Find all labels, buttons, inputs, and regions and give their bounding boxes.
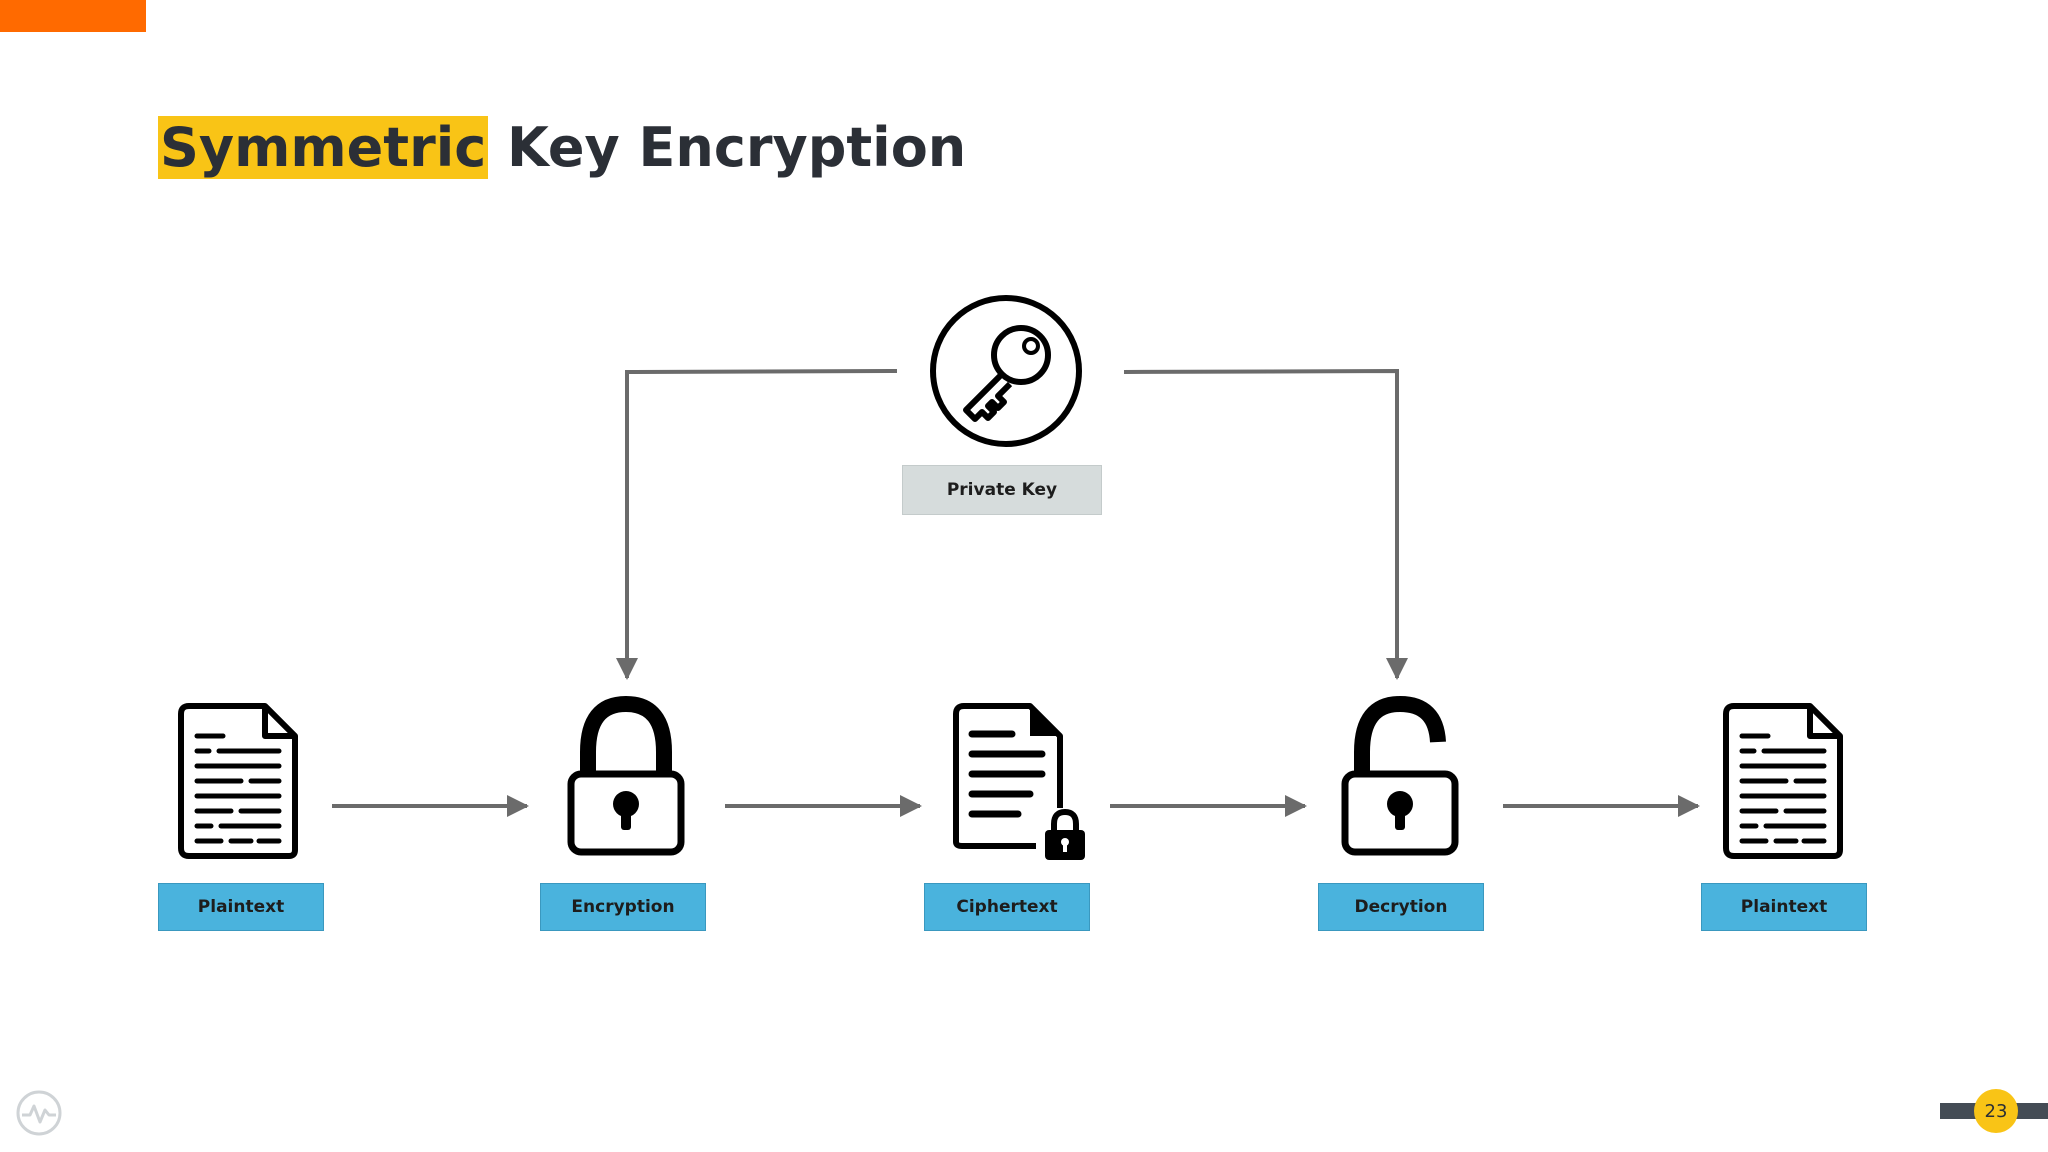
key-to-encryption-connector (616, 369, 898, 680)
key-to-decryption-connector (1123, 368, 1408, 680)
locked-document-icon (953, 703, 1085, 860)
padlock-open-icon (1341, 695, 1459, 856)
slide-title: Symmetric Key Encryption (158, 112, 966, 184)
title-rest: Key Encryption (488, 116, 967, 179)
step-label-decryption: Decrytion (1318, 883, 1484, 931)
document-icon (178, 703, 298, 859)
document-icon (1723, 703, 1843, 859)
step-label-encryption: Encryption (540, 883, 706, 931)
step-label-plaintext-output: Plaintext (1701, 883, 1867, 931)
page-number-badge: 23 (1974, 1089, 2018, 1133)
padlock-closed-icon (567, 695, 685, 856)
title-highlight: Symmetric (158, 116, 489, 179)
private-key-label: Private Key (902, 465, 1102, 515)
pulse-logo-icon (16, 1090, 62, 1136)
accent-bar (0, 0, 146, 32)
key-icon (930, 295, 1082, 447)
step-label-ciphertext: Ciphertext (924, 883, 1090, 931)
step-label-plaintext: Plaintext (158, 883, 324, 931)
